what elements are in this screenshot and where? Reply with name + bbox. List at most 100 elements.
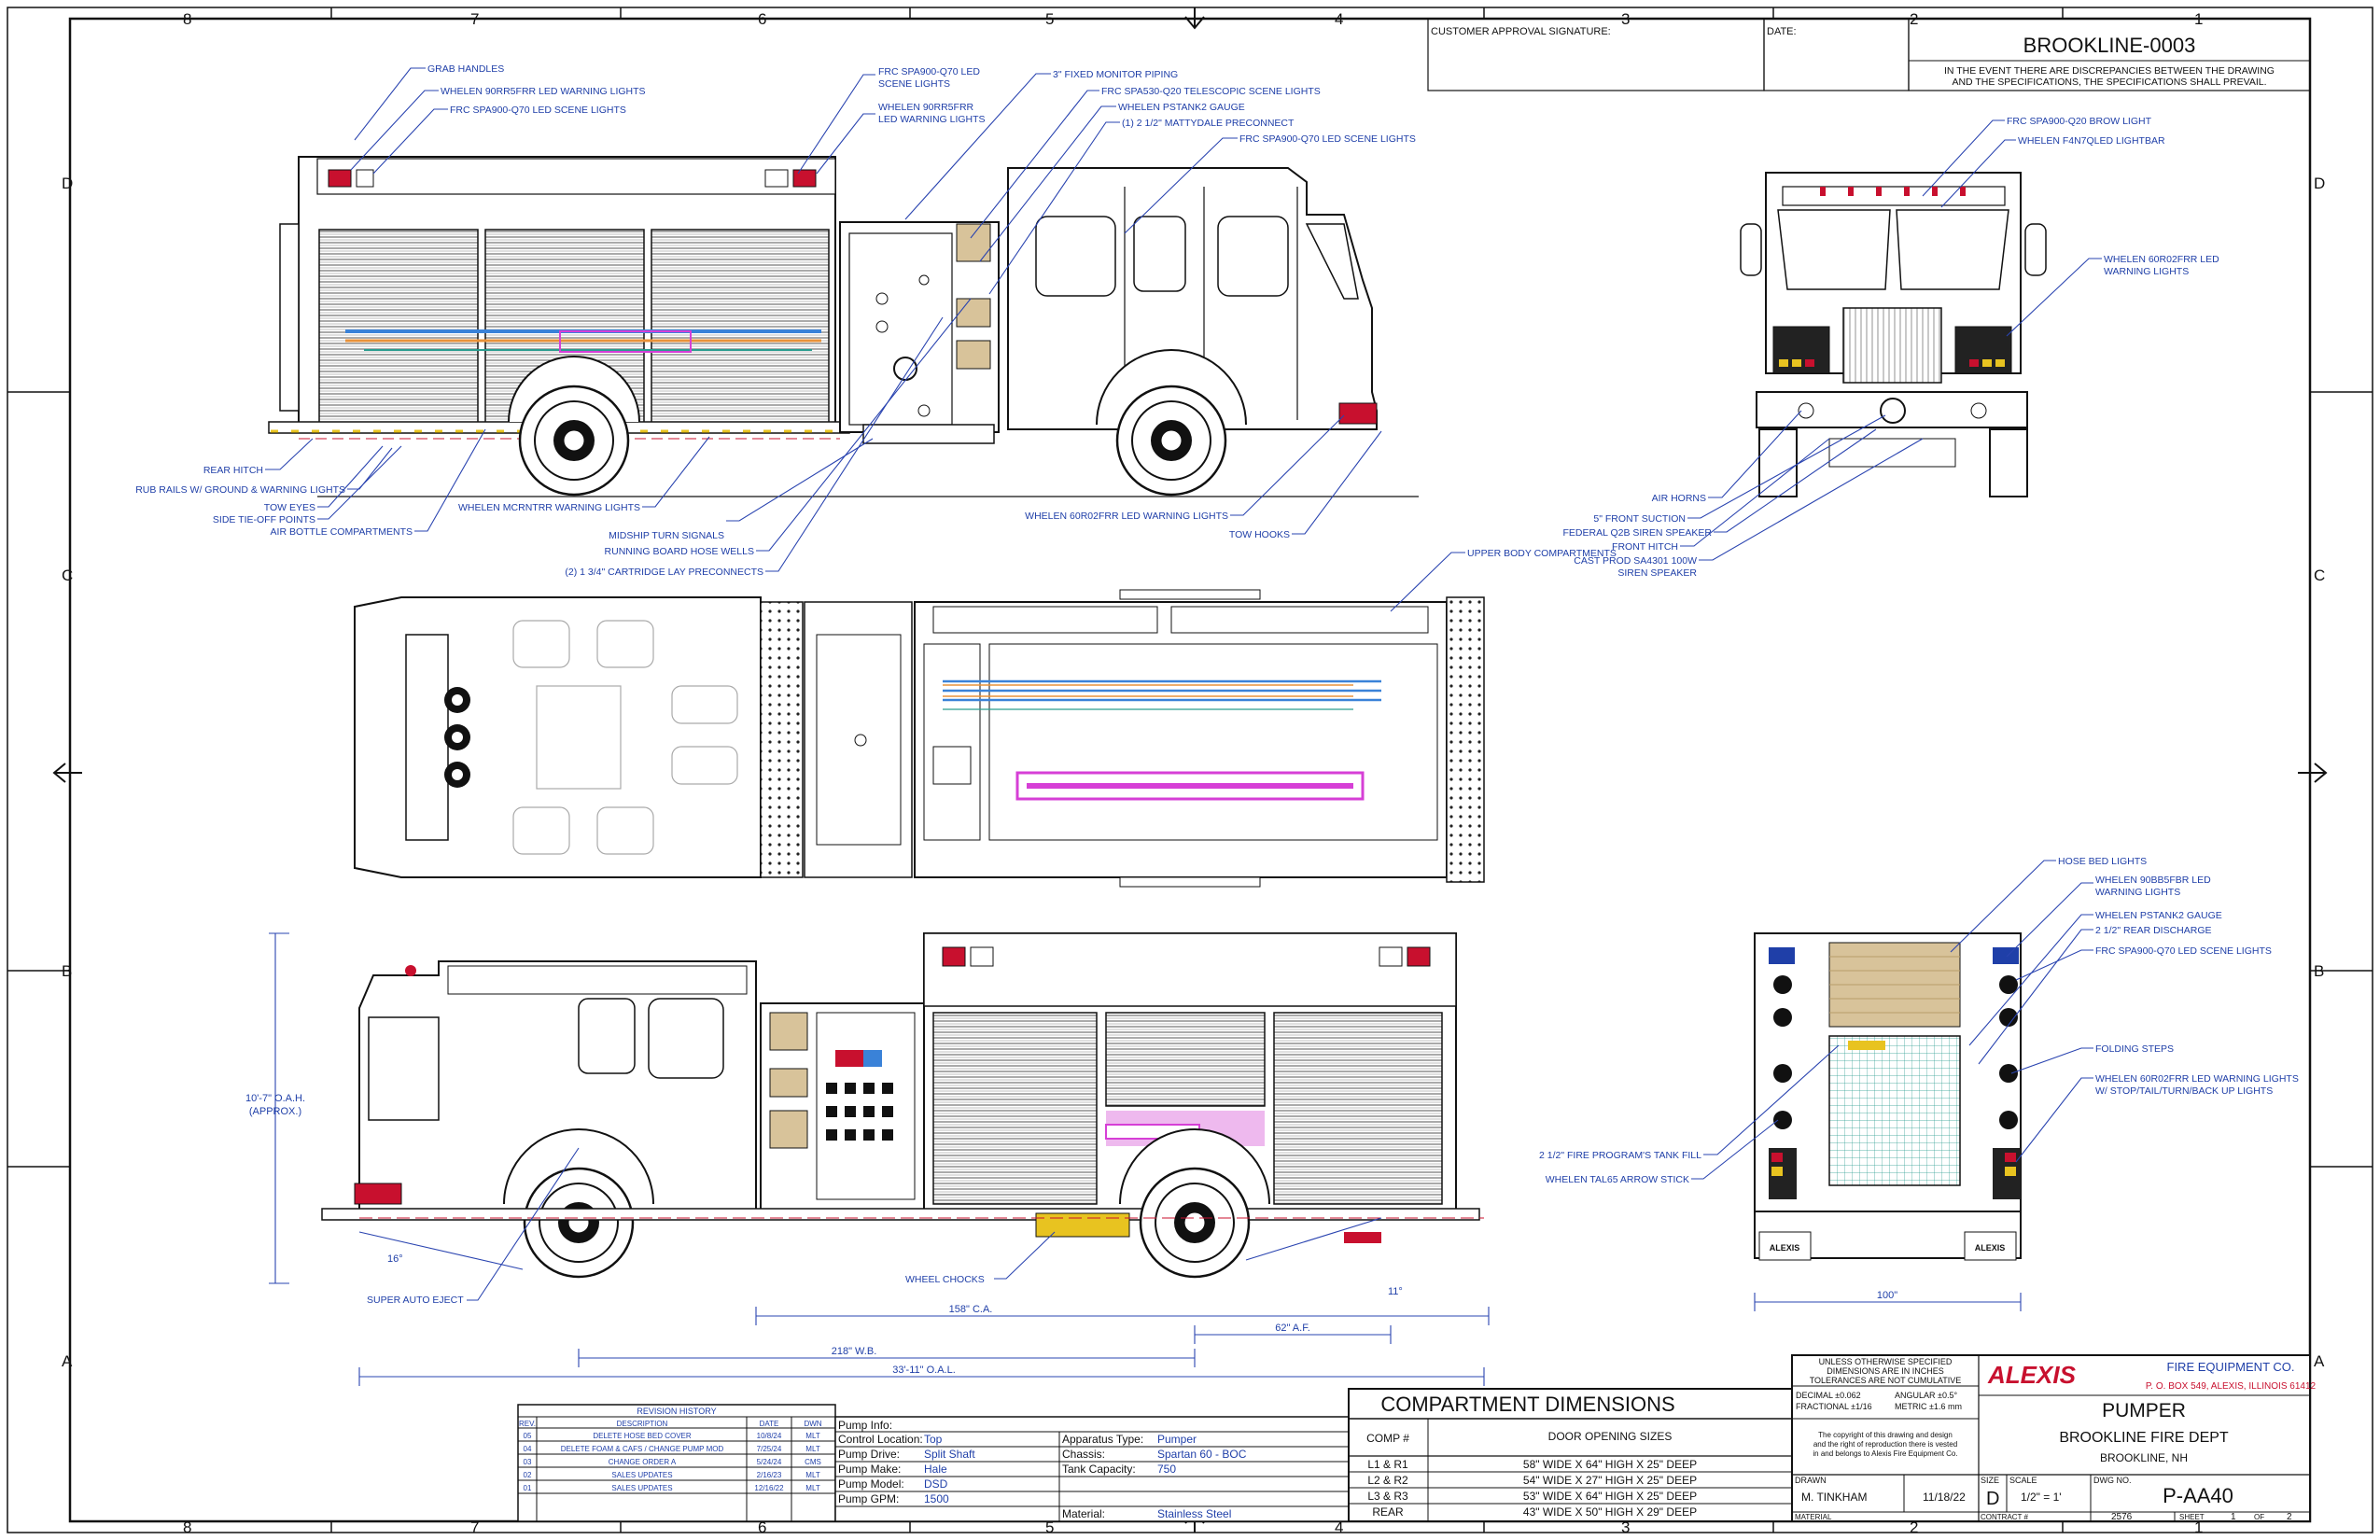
dim-oah: 10'-7" O.A.H.: [245, 1093, 305, 1104]
callout-upper-body: UPPER BODY COMPARTMENTS: [1467, 548, 1617, 559]
rev-drawn-by: MLT: [805, 1471, 820, 1479]
callout-frc-spa900-scene: FRC SPA900-Q70 LED SCENE LIGHTS: [450, 105, 626, 116]
rev-description: SALES UPDATES: [611, 1484, 672, 1492]
callout-air-horns: AIR HORNS: [1652, 493, 1706, 504]
rear-view-callouts: HOSE BED LIGHTS WHELEN 90BB5FBR LED WARN…: [1539, 856, 2299, 1185]
pump-info-label: Pump Make:: [838, 1463, 901, 1476]
rev-date: 10/8/24: [757, 1432, 782, 1440]
tol-angular: ANGULAR ±0.5°: [1895, 1391, 1957, 1400]
apparatus-label: Material:: [1062, 1507, 1105, 1520]
callout-front-suction: 5" FRONT SUCTION: [1593, 513, 1686, 525]
apparatus-label: Tank Capacity:: [1062, 1463, 1136, 1476]
tol-line2: DIMENSIONS ARE IN INCHES: [1827, 1366, 1944, 1376]
callout-led-warning-lights: LED WARNING LIGHTS: [878, 114, 986, 125]
rev-number: 02: [524, 1471, 532, 1479]
dim-af: 62" A.F.: [1275, 1323, 1310, 1334]
callout-front-60r02frr: WHELEN 60R02FRR LED: [2104, 254, 2219, 265]
dim-angle-rear: 11°: [1388, 1286, 1403, 1297]
zone-row-d: D: [62, 175, 73, 192]
zone-col-4-bottom: 4: [1335, 1519, 1343, 1536]
rev-number: 04: [524, 1445, 532, 1453]
callout-telescopic-scene: FRC SPA530-Q20 TELESCOPIC SCENE LIGHTS: [1101, 86, 1321, 97]
left-side-callouts: GRAB HANDLES WHELEN 90RR5FRR LED WARNING…: [135, 63, 1416, 578]
rev-date: 5/24/24: [757, 1458, 782, 1466]
copyright-3: in and belongs to Alexis Fire Equipment …: [1813, 1449, 1957, 1458]
pump-info-label: Pump GPM:: [838, 1492, 899, 1505]
date-label: DATE:: [1767, 26, 1797, 37]
zone-col-7-bottom: 7: [470, 1519, 479, 1536]
zone-col-7: 7: [470, 10, 479, 28]
callout-rear-discharge: 2 1/2" REAR DISCHARGE: [2095, 925, 2212, 936]
compartment-id: REAR: [1372, 1505, 1404, 1519]
zone-col-5-bottom: 5: [1045, 1519, 1054, 1536]
callout-scene-lights: SCENE LIGHTS: [878, 78, 950, 90]
title-block: UNLESS OTHERWISE SPECIFIED DIMENSIONS AR…: [1791, 1354, 2317, 1522]
dwg-label: DWG NO.: [2093, 1476, 2132, 1485]
rev-description: DELETE HOSE BED COVER: [593, 1432, 692, 1440]
sheet-number: 1: [2231, 1512, 2236, 1522]
drawn-label: DRAWN: [1795, 1476, 1827, 1485]
zone-col-8-bottom: 8: [183, 1519, 191, 1536]
zone-row-b-right: B: [2314, 962, 2324, 980]
drawn-date: 11/18/22: [1923, 1491, 1966, 1504]
callout-air-bottle: AIR BOTTLE COMPARTMENTS: [271, 526, 413, 538]
callout-auto-eject: SUPER AUTO EJECT: [367, 1295, 464, 1306]
right-side-view: 10'-7" O.A.H. (APPROX.) 158" C.A. 62" A.…: [245, 932, 1490, 1386]
callout-rear-scene: FRC SPA900-Q70 LED SCENE LIGHTS: [2095, 945, 2272, 957]
rev-description: DELETE FOAM & CAFS / CHANGE PUMP MOD: [561, 1445, 724, 1453]
drawn-by: M. TINKHAM: [1801, 1491, 1867, 1504]
zone-col-6-bottom: 6: [758, 1519, 766, 1536]
callout-monitor-piping: 3" FIXED MONITOR PIPING: [1053, 69, 1178, 80]
callout-hose-bed-lights: HOSE BED LIGHTS: [2058, 856, 2147, 867]
callout-cartridge-lay: (2) 1 3/4" CARTRIDGE LAY PRECONNECTS: [565, 567, 763, 578]
apparatus-label: Chassis:: [1062, 1448, 1105, 1461]
rev-number: 03: [524, 1458, 532, 1466]
tol-line1: UNLESS OTHERWISE SPECIFIED: [1819, 1357, 1953, 1366]
dim-rear-width: 100": [1877, 1290, 1897, 1301]
compartment-size: 53" WIDE X 64" HIGH X 25" DEEP: [1523, 1490, 1697, 1503]
compartment-size: 54" WIDE X 27" HIGH X 25" DEEP: [1523, 1474, 1697, 1487]
company-logo: ALEXIS: [1987, 1361, 2077, 1389]
customer-approval-label: CUSTOMER APPROVAL SIGNATURE:: [1431, 26, 1611, 37]
size-value: D: [1986, 1489, 1999, 1509]
of-label: OF: [2254, 1513, 2264, 1521]
customer-name: BROOKLINE FIRE DEPT: [2059, 1430, 2229, 1446]
compartment-size: 43" WIDE X 50" HIGH X 29" DEEP: [1523, 1505, 1697, 1519]
dim-wb: 218" W.B.: [832, 1346, 877, 1357]
apparatus-label: Apparatus Type:: [1062, 1433, 1143, 1446]
rev-description: CHANGE ORDER A: [609, 1458, 677, 1466]
of-number: 2: [2287, 1512, 2292, 1522]
callout-frc-spa900-cab: FRC SPA900-Q70 LED SCENE LIGHTS: [1239, 133, 1416, 145]
tol-metric: METRIC ±1.6 mm: [1895, 1402, 1962, 1411]
apparatus-value: Pumper: [1157, 1433, 1197, 1446]
rev-drawn-by: MLT: [805, 1445, 820, 1453]
left-side-view: [268, 156, 1419, 497]
zone-col-3-bottom: 3: [1621, 1519, 1630, 1536]
zone-col-8: 8: [183, 10, 191, 28]
zone-col-4: 4: [1335, 10, 1343, 28]
callout-mattydale: (1) 2 1/2" MATTYDALE PRECONNECT: [1122, 118, 1295, 129]
discrepancy-note-1: IN THE EVENT THERE ARE DISCREPANCIES BET…: [1944, 65, 2275, 77]
contract-label: CONTRACT #: [1981, 1513, 2029, 1521]
rev-header-desc: DESCRIPTION: [617, 1420, 668, 1428]
pump-info-title: Pump Info:: [838, 1419, 892, 1432]
zone-row-a-right: A: [2314, 1352, 2325, 1370]
scale-value: 1/2" = 1': [2021, 1491, 2062, 1504]
rev-date: 12/16/22: [754, 1484, 784, 1492]
zone-col-5: 5: [1045, 10, 1054, 28]
callout-lightbar: WHELEN F4N7QLED LIGHTBAR: [2018, 135, 2165, 147]
sheet-label: SHEET: [2179, 1513, 2205, 1521]
dim-oal: 33'-11" O.A.L.: [892, 1365, 956, 1376]
zone-col-1-bottom: 1: [2194, 1519, 2203, 1536]
header-boxes: CUSTOMER APPROVAL SIGNATURE: DATE: BROOK…: [1427, 18, 2311, 91]
tol-fractional: FRACTIONAL ±1/16: [1796, 1402, 1872, 1411]
apparatus-value: 750: [1157, 1463, 1176, 1476]
callout-rub-rails: RUB RAILS W/ GROUND & WARNING LIGHTS: [135, 484, 345, 496]
rear-badge-left: ALEXIS: [1770, 1243, 1800, 1253]
